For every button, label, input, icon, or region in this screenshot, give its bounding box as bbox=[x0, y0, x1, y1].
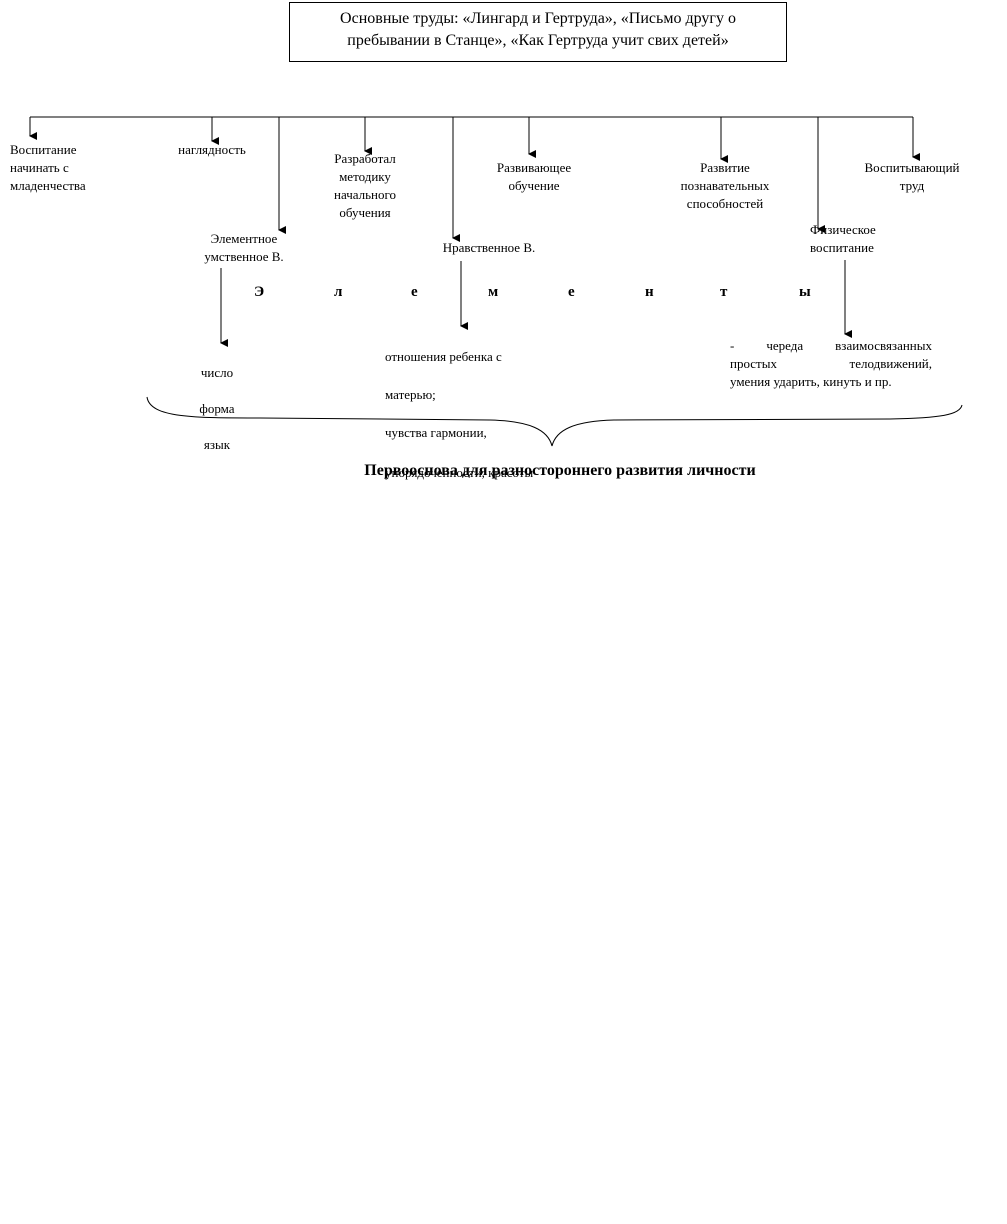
main-works-title: Основные труды: «Лингард и Гертруда», «П… bbox=[289, 2, 787, 62]
elements-letter: Э bbox=[254, 284, 265, 300]
detail-line: отношения ребенка с bbox=[385, 349, 502, 364]
foundation-caption: Первооснова для разностороннего развития… bbox=[364, 462, 756, 479]
detail-line: умения ударить, кинуть и пр. bbox=[730, 374, 892, 389]
detail-line: чувства гармонии, bbox=[385, 425, 487, 440]
moral-details: отношения ребенка с матерью; чувства гар… bbox=[385, 328, 533, 501]
branch-infancy: Воспитание начинать с младенчества bbox=[10, 142, 86, 193]
elements-letter: м bbox=[488, 284, 499, 300]
detail-line: форма bbox=[199, 401, 235, 416]
elements-letter: ы bbox=[799, 284, 811, 300]
branch-moral: Нравственное В. bbox=[442, 240, 536, 255]
detail-line: - череда взаимосвязанных bbox=[730, 338, 932, 353]
physical-details: - череда взаимосвязанных простых телодви… bbox=[730, 337, 932, 391]
detail-line: простых телодвижений, bbox=[730, 356, 932, 371]
branch-developing: Развивающее обучение bbox=[496, 160, 572, 193]
branch-mental: Элементное умственное В. bbox=[204, 231, 284, 264]
detail-line: упорядоченности, красоты bbox=[385, 465, 534, 480]
branch-labor: Воспитывающий труд bbox=[864, 160, 960, 193]
elements-letter: т bbox=[720, 284, 728, 300]
branch-cognitive: Развитие познавательных способностей bbox=[680, 160, 770, 211]
detail-line: матерью; bbox=[385, 387, 436, 402]
branch-visual: наглядность bbox=[178, 142, 246, 157]
mental-details: число форма язык bbox=[180, 346, 254, 472]
elements-letter: л bbox=[334, 284, 343, 300]
detail-line: язык bbox=[203, 437, 231, 452]
branch-physical: Физическое воспитание bbox=[810, 222, 876, 255]
branch-method: Разработал методику начального обучения bbox=[333, 151, 396, 220]
detail-line: число bbox=[200, 365, 234, 380]
elements-letter: е bbox=[411, 284, 418, 300]
curly-brace bbox=[146, 396, 963, 447]
elements-letter: н bbox=[645, 284, 654, 300]
elements-letter: е bbox=[568, 284, 575, 300]
